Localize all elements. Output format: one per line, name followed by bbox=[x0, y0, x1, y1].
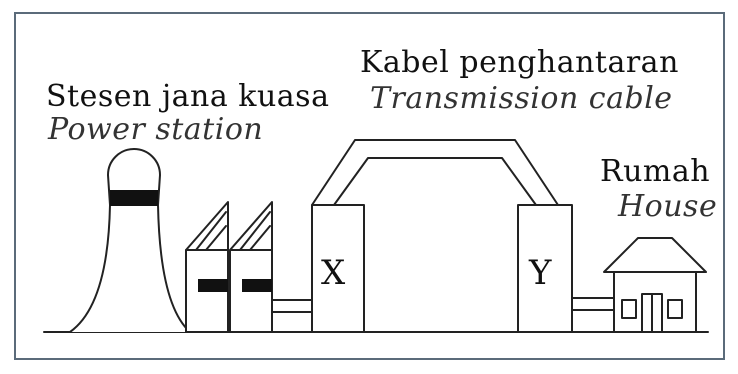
transformer-x-box bbox=[311, 204, 365, 333]
power-station-label: Stesen jana kuasa bbox=[46, 79, 330, 114]
power-station-label-english: Power station bbox=[48, 112, 264, 147]
transformer-y-box bbox=[517, 204, 573, 333]
connector-station-x bbox=[271, 299, 313, 313]
generator-building-icon bbox=[229, 201, 273, 333]
cooling-tower-icon bbox=[69, 148, 191, 333]
house-label: Rumah bbox=[600, 154, 711, 189]
transmission-cable bbox=[311, 139, 559, 206]
house-icon bbox=[603, 237, 707, 333]
diagram-frame bbox=[14, 12, 725, 360]
transformer-y-label: Y bbox=[529, 253, 552, 293]
transmission-cable-label: Kabel penghantaran bbox=[360, 45, 679, 80]
transformer-x-label: X bbox=[321, 253, 346, 293]
house-label-english: House bbox=[618, 189, 718, 224]
transmission-cable-label-english: Transmission cable bbox=[370, 81, 673, 116]
connector-y-house bbox=[571, 297, 615, 311]
generator-building-icon bbox=[185, 201, 229, 333]
